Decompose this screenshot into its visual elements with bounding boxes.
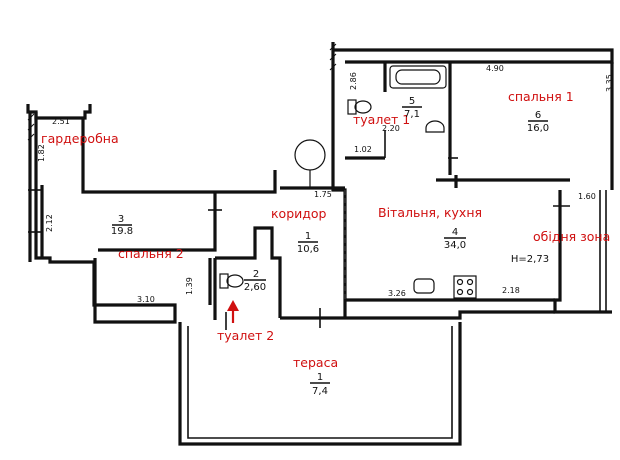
dim-dining-top: 1.60 (578, 192, 596, 201)
room-number-toilet2: 2 (253, 269, 259, 280)
room-label-dining: обідня зона (533, 229, 610, 244)
room-label-terrace: тераса (293, 355, 338, 370)
doors (28, 130, 570, 330)
dim-bedroom2-right: 1.39 (185, 277, 194, 295)
dim-living-bottom-left: 3.26 (388, 289, 406, 298)
burner-3 (456, 288, 464, 296)
dim-corridor-top: 1.75 (314, 190, 332, 199)
dim-wardrobe-top: 2.51 (52, 117, 70, 126)
bathtub-icon (389, 65, 447, 89)
kitchen-sink-icon (413, 278, 435, 294)
dim-wardrobe-side: 1.82 (37, 144, 46, 162)
room-number-living: 4 (452, 227, 458, 238)
room-number-toilet1: 5 (409, 96, 415, 107)
column-icon (294, 139, 326, 171)
room-number-corridor: 1 (305, 231, 311, 242)
wall-bedroom2-corridor (98, 192, 217, 252)
room-label-wardrobe: гардеробна (41, 131, 119, 146)
dim-toilet1-mid: 2.20 (382, 124, 400, 133)
dim-toilet1-bottom: 1.02 (354, 145, 372, 154)
marker-arrow (227, 300, 239, 323)
sink1-icon (425, 120, 445, 133)
dim-bedroom1-top: 4.90 (486, 64, 504, 73)
room-area-bedroom1: 16,0 (527, 123, 549, 134)
wall-wardrobe-right (81, 118, 277, 194)
toilet2-bowl (226, 274, 244, 288)
burner-1 (456, 278, 464, 286)
room-label-bedroom2: спальня 2 (118, 246, 184, 261)
room-area-corridor: 10,6 (297, 244, 319, 255)
wall-terrace-inner (187, 326, 453, 439)
room-label-toilet1: туалет 1 (353, 112, 410, 127)
dim-toilet1-side: 2.86 (349, 72, 358, 90)
wall-wardrobe-top (26, 104, 92, 120)
cooktop-icon (453, 275, 477, 299)
marker-arrow-head (227, 300, 239, 311)
dim-bedroom1-side: 3.35 (605, 74, 614, 92)
wall-toilet2 (215, 226, 282, 318)
room-area-toilet1: 7,1 (404, 109, 420, 120)
toilet1-bowl (354, 100, 372, 114)
wall-top-block (333, 48, 614, 64)
room-number-terrace: 1 (317, 372, 323, 383)
burner-2 (466, 278, 474, 286)
room-label-toilet2: туалет 2 (217, 328, 274, 343)
room-number-bedroom2: 3 (118, 214, 124, 225)
fixtures (219, 65, 477, 299)
room-area-bedroom2: 19.8 (111, 226, 133, 237)
dim-bedroom2-side: 2.12 (45, 214, 54, 232)
dim-living-bottom-right: 2.18 (502, 286, 520, 295)
room-area-living: 34,0 (444, 240, 466, 251)
bathtub-inner (395, 69, 441, 85)
toilet1-icon (347, 99, 357, 115)
wall-hatch (27, 43, 337, 141)
burner-4 (466, 288, 474, 296)
walls (26, 42, 614, 446)
room-number-bedroom1: 6 (535, 110, 541, 121)
toilet2-icon (219, 273, 229, 289)
wall-center-vertical (331, 42, 347, 318)
wall-terrace (178, 322, 462, 446)
room-area-toilet2: 2,60 (244, 282, 266, 293)
room-label-living: Вітальня, кухня (378, 205, 482, 220)
room-label-corridor: коридор (271, 206, 327, 221)
wall-living-lower (345, 310, 555, 320)
room-area-terrace: 7,4 (312, 386, 328, 397)
room-label-bedroom1: спальня 1 (508, 89, 574, 104)
dim-bedroom2-bottom: 3.10 (137, 295, 155, 304)
wall-dining-right (553, 190, 612, 314)
ceiling-height: H=2,73 (511, 254, 549, 265)
